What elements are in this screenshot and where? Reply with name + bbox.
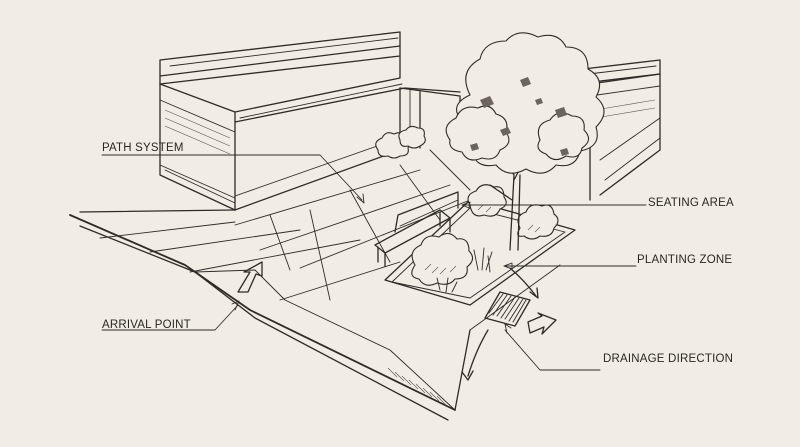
arrival-arrow-icon [237,261,263,293]
label-arrival-point: ARRIVAL POINT [102,319,191,331]
drain-grate-icon [484,291,531,327]
drainage-flow-arrow [467,329,489,377]
tree-icon [445,32,605,251]
label-seating-area: SEATING AREA [648,197,734,209]
door-shrubs [375,125,426,159]
label-path-system: PATH SYSTEM [102,142,184,154]
planting-bed [384,184,576,306]
drainage-arrow-icon [527,312,557,335]
label-drainage-direction: DRAINAGE DIRECTION [603,353,733,365]
bench-icon [374,191,459,267]
leader-lines [101,154,647,371]
label-planting-zone: PLANTING ZONE [637,254,732,266]
building [159,31,661,211]
path-system-paving [69,149,561,421]
